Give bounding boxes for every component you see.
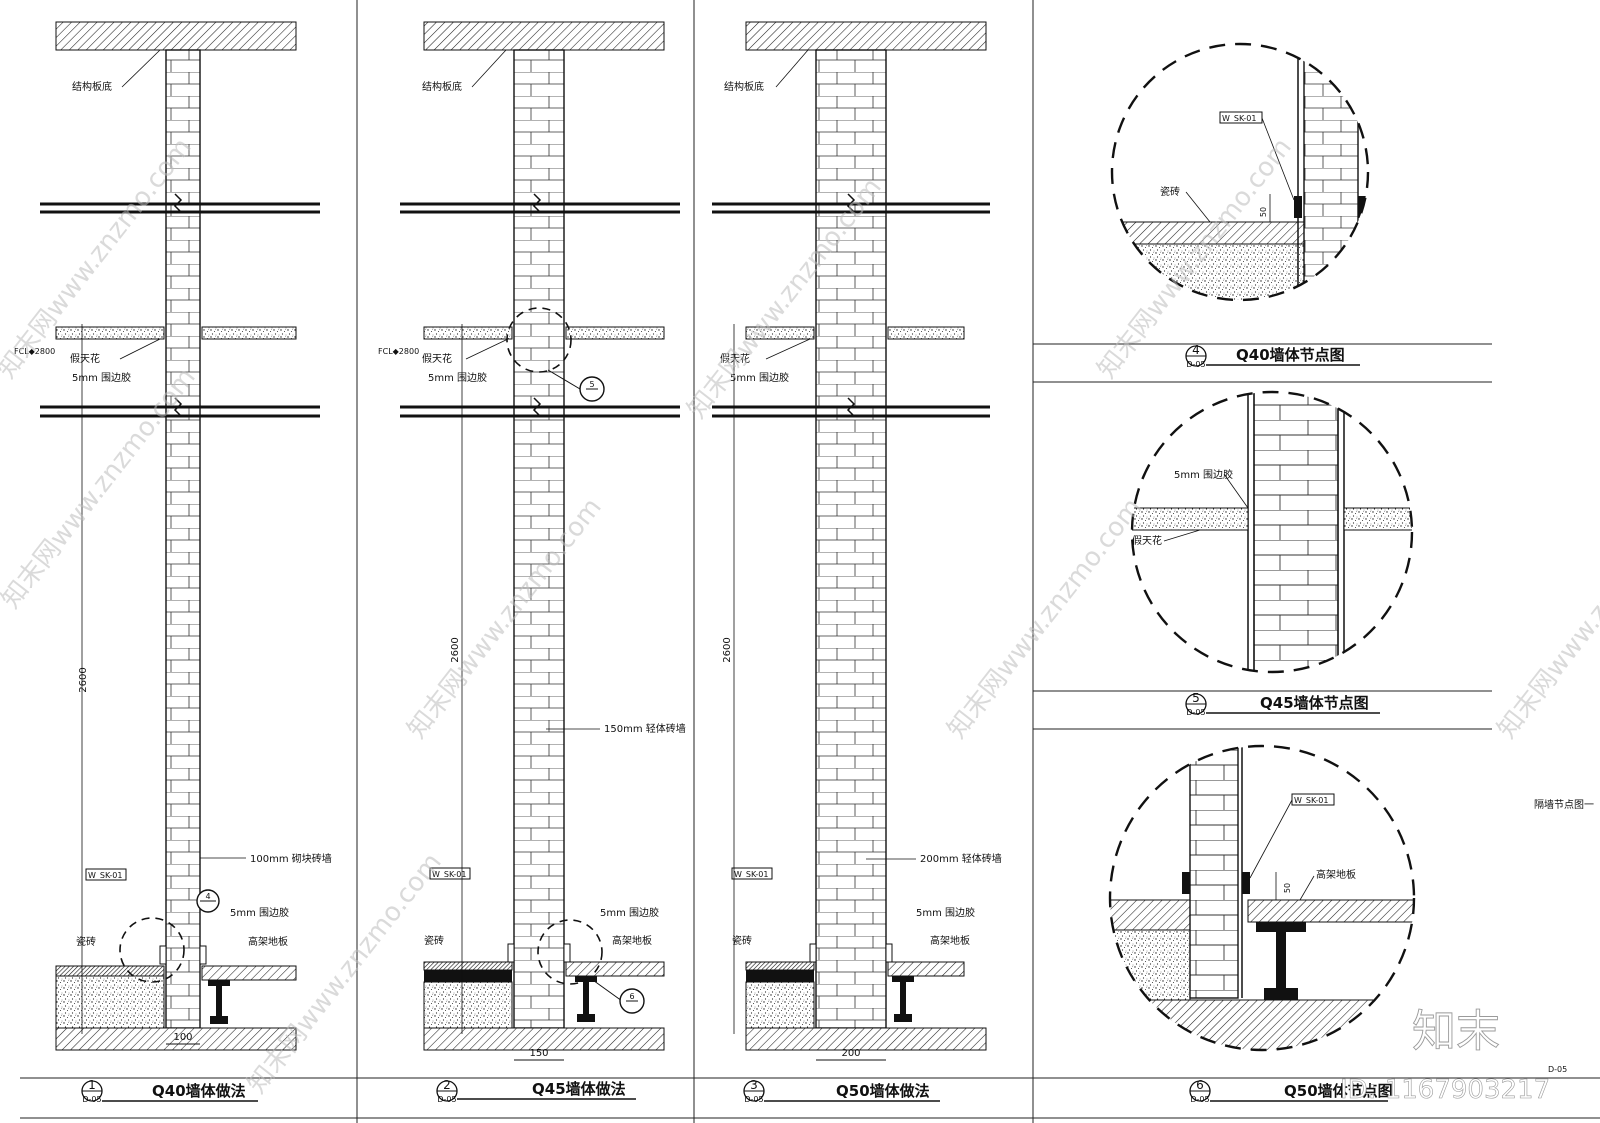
section-ref-2: D-05	[437, 1095, 456, 1104]
fcl-1: FCL◆2800	[14, 347, 55, 356]
ground-slab	[55, 1027, 297, 1051]
raised-floor-label-6: 高架地板	[1316, 868, 1356, 881]
detail-title-6: Q50墙体节点图	[1284, 1082, 1393, 1100]
fcl-2: FCL◆2800	[378, 347, 419, 356]
height-dim-2: 2600	[450, 637, 461, 662]
sealant-label-5: 5mm 围边胶	[1174, 468, 1233, 481]
structural-slab	[55, 21, 297, 51]
sealant-note-2: 5mm 围边胶	[600, 906, 659, 919]
raised-floor-deck	[201, 965, 297, 981]
detail-ref-6: D-05	[1190, 1095, 1209, 1104]
detail-index-6: 6	[1196, 1078, 1204, 1092]
watermarks: 知末网www.znzmo.com 知末网www.znzmo.com 知末网www…	[0, 133, 1600, 1100]
slab-label-3: 结构板底	[724, 80, 764, 93]
watermark-8: 知末网www.znzmo.com	[1492, 493, 1600, 745]
detail-index-5: 5	[1192, 691, 1200, 705]
brand-logo: 知末	[1412, 1006, 1500, 1057]
ceiling-label-5: 假天花	[1132, 534, 1162, 547]
detail-dim-6: 50	[1283, 883, 1292, 893]
height-dim-1: 2600	[78, 667, 89, 692]
raised-floor-label-2: 高架地板	[612, 934, 652, 947]
wall-note-1: 100mm 砌块砖墙	[250, 852, 332, 865]
raised-floor-pedestal	[208, 980, 230, 1024]
skirting-code-3: W_SK-01	[734, 870, 768, 879]
skirting-code-2: W_SK-01	[432, 870, 466, 879]
tile-label-3: 瓷砖	[732, 934, 752, 947]
callout-6-top: 6	[629, 992, 634, 1001]
detail-title-5: Q45墙体节点图	[1260, 694, 1369, 712]
wall-note-3: 200mm 轻体砖墙	[920, 852, 1002, 865]
image-id: ID: 1167903217	[1340, 1075, 1550, 1105]
sheet-frame	[20, 0, 1600, 1123]
tile-label-2: 瓷砖	[424, 934, 444, 947]
ceiling-label-2: 假天花	[422, 352, 452, 365]
slab-label-1: 结构板底	[72, 80, 112, 93]
watermark-3: 知末网www.znzmo.com	[402, 493, 608, 745]
tile-label-4: 瓷砖	[1160, 185, 1180, 198]
ceiling-label-3: 假天花	[720, 352, 750, 365]
callout-5-top: 5	[589, 380, 594, 389]
ceiling-board	[55, 326, 165, 340]
tile-floor	[55, 965, 165, 977]
skirting-code-4: W_SK-01	[1222, 114, 1256, 123]
section-q50: 2600 200 结构板底 假天花 5mm 围边胶 W_SK-01 瓷砖 200…	[712, 21, 1002, 1104]
brick-wall	[165, 49, 201, 1029]
watermark-6: 知末网www.znzmo.com	[942, 493, 1148, 745]
sealant-label-3: 5mm 围边胶	[730, 371, 789, 384]
callout-4-top: 4	[205, 892, 210, 901]
section-title-3: Q50墙体做法	[836, 1082, 930, 1100]
tile-label-1: 瓷砖	[76, 935, 96, 948]
skirting-code-6: W_SK-01	[1294, 796, 1328, 805]
detail-index-4: 4	[1192, 343, 1200, 357]
section-q40: 4 2600 100 结构板底 FCL◆2800 假天花 5mm 围边胶 W_S…	[14, 21, 332, 1104]
wall-note-2: 150mm 轻体砖墙	[604, 722, 686, 735]
sealant-label-1: 5mm 围边胶	[72, 371, 131, 384]
detail-ref-5: D-05	[1186, 708, 1205, 717]
side-note: 隔墙节点图一	[1534, 798, 1594, 811]
skirting-code-1: W_SK-01	[88, 871, 122, 880]
sealant-label-2: 5mm 围边胶	[428, 371, 487, 384]
raised-floor-label-3: 高架地板	[930, 934, 970, 947]
detail-ref-4: D-05	[1186, 360, 1205, 369]
section-ref-1: D-05	[82, 1095, 101, 1104]
raised-floor-label-1: 高架地板	[248, 935, 288, 948]
ceiling-label-1: 假天花	[70, 352, 100, 365]
section-title-2: Q45墙体做法	[532, 1080, 626, 1098]
width-dim-1: 100	[173, 1032, 192, 1043]
width-dim-2: 150	[529, 1048, 548, 1059]
section-ref-3: D-05	[744, 1095, 763, 1104]
sealant-note-3: 5mm 围边胶	[916, 906, 975, 919]
detail-title-4: Q40墙体节点图	[1236, 346, 1345, 364]
detail-q50: W_SK-01 50 高架地板 6 D-05 Q50墙体节点图	[1108, 744, 1416, 1104]
width-dim-3: 200	[841, 1048, 860, 1059]
slab-label-2: 结构板底	[422, 80, 462, 93]
section-title-1: Q40墙体做法	[152, 1082, 246, 1100]
section-index-2: 2	[443, 1078, 451, 1092]
section-q45: 5 6 2600 150 结构板底 FCL◆2800 假天花 5mm 围边胶 W…	[378, 21, 686, 1104]
detail-q45: 5mm 围边胶 假天花 5 D-05 Q45墙体节点图	[1130, 390, 1414, 717]
sealant-note-1: 5mm 围边胶	[230, 906, 289, 919]
section-index-1: 1	[88, 1078, 96, 1092]
height-dim-3: 2600	[722, 637, 733, 662]
detail-dim-4: 50	[1259, 207, 1268, 217]
sheet-number: D-05	[1548, 1065, 1567, 1074]
section-index-3: 3	[750, 1078, 758, 1092]
screed	[55, 975, 165, 1029]
